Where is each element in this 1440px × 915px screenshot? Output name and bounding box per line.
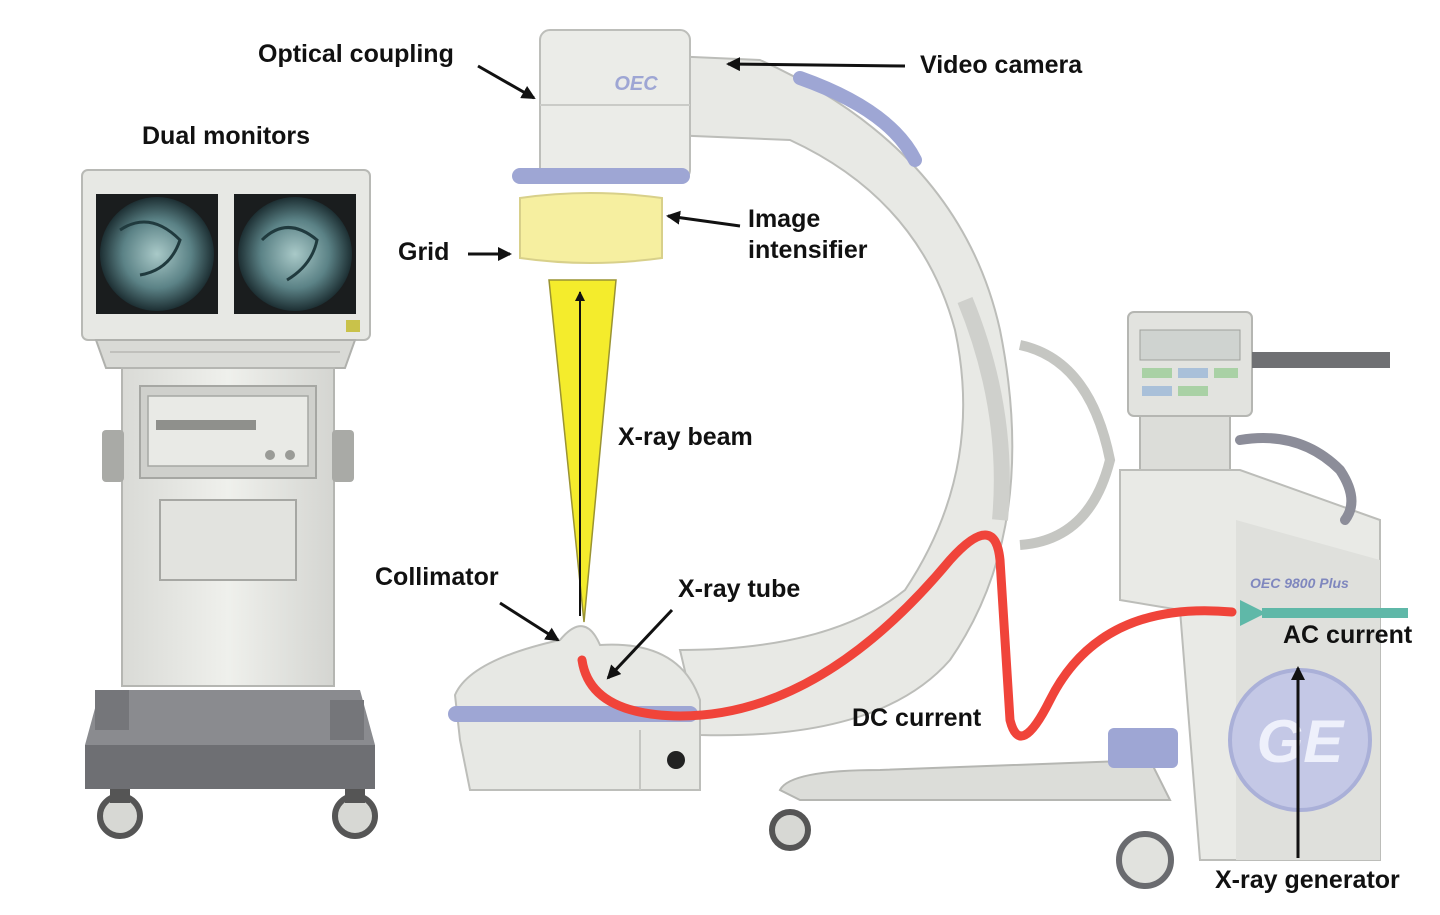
image-intensifier bbox=[519, 192, 663, 264]
monitor-cart bbox=[81, 169, 378, 839]
label-xray-beam: X-ray beam bbox=[618, 423, 753, 451]
label-xray-tube: X-ray tube bbox=[678, 575, 801, 603]
ge-logo-icon: GE bbox=[1228, 668, 1372, 812]
collar bbox=[512, 168, 690, 184]
xray-tube-arrow bbox=[606, 608, 674, 680]
monitor-left-image bbox=[100, 197, 214, 311]
c-arm: OEC bbox=[448, 29, 1116, 791]
label-image-intensifier-line1: Image bbox=[748, 205, 821, 233]
xray-beam bbox=[548, 279, 617, 623]
label-dual-monitors: Dual monitors bbox=[142, 122, 311, 150]
label-arrows bbox=[468, 57, 1305, 858]
tube-port bbox=[667, 751, 685, 769]
label-ac-current: AC current bbox=[1283, 621, 1413, 649]
label-collimator: Collimator bbox=[375, 563, 499, 591]
c-arc bbox=[669, 54, 1014, 737]
label-xray-generator: X-ray generator bbox=[1215, 866, 1400, 894]
label-grid: Grid bbox=[398, 238, 450, 266]
label-video-camera: Video camera bbox=[920, 51, 1083, 79]
image-intensifier-arrow bbox=[666, 210, 741, 228]
optical-coupling-arrow bbox=[477, 64, 536, 100]
oec-logo: OEC bbox=[614, 73, 658, 95]
control-panel bbox=[1127, 311, 1253, 417]
label-dc-current: DC current bbox=[852, 704, 982, 732]
video-camera-arrow bbox=[726, 57, 906, 72]
svg-text:GE: GE bbox=[1257, 708, 1346, 775]
model-name: OEC 9800 Plus bbox=[1250, 575, 1349, 591]
dc-current-cable bbox=[577, 530, 1237, 741]
label-image-intensifier: Image intensifier bbox=[748, 204, 867, 266]
monitor-right-image bbox=[238, 197, 352, 311]
label-optical-coupling: Optical coupling bbox=[258, 40, 454, 68]
label-image-intensifier-line2: intensifier bbox=[748, 236, 868, 264]
collimator-arrow bbox=[499, 601, 560, 642]
xray-generator-unit: OEC 9800 Plus GE bbox=[769, 311, 1390, 889]
